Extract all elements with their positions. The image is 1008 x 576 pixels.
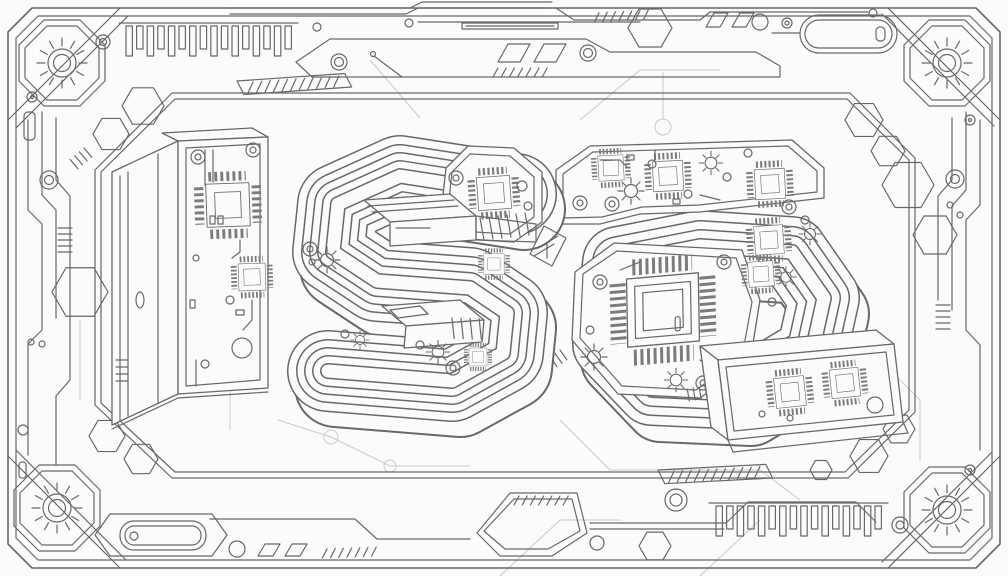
gear-icon: [903, 466, 991, 554]
hatched-bar-top-left: [236, 72, 353, 96]
qfp-chip-icon: [464, 343, 492, 371]
corner-gear-bottom-right: [891, 464, 991, 554]
top-decor-band: [229, 1, 869, 78]
qfp-chip-icon: [233, 258, 270, 295]
corner-gear-top-left: [18, 19, 111, 141]
letter-s: [303, 146, 567, 396]
corner-gear-top-right: [868, 8, 991, 126]
connector-strip-top-left: [118, 22, 299, 57]
letter-a: [544, 139, 909, 453]
capsule-bottom-left: [94, 513, 228, 557]
s-a-bridge-ramp: [529, 225, 567, 267]
corner-gear-bottom-left: [13, 424, 101, 552]
hex-cluster-top-right: [844, 102, 906, 167]
s-lower-block: [381, 299, 485, 349]
gear-icon: [13, 464, 101, 552]
slash-pair-top-center: [497, 43, 567, 63]
s-upper-block: [363, 193, 537, 247]
slash-pair-top-right: [705, 12, 755, 28]
left-edge-traces: [27, 111, 73, 466]
gear-icon: [18, 19, 106, 107]
qfp-chip-icon: [198, 175, 258, 235]
gear-icon: [903, 19, 991, 107]
a-leg-block: [686, 329, 909, 453]
battery-capsule-top-right: [771, 14, 898, 54]
bottom-decor-band: [209, 488, 877, 559]
letter-i: [111, 127, 271, 430]
slash-row-bottom: [321, 546, 378, 559]
large-cpu-chip: [609, 254, 717, 366]
slash-pair-bottom-left: [257, 543, 308, 557]
hex-cluster-top-left: [69, 87, 165, 170]
hatched-bar-bottom-right: [657, 463, 774, 485]
qfp-chip-icon: [480, 250, 507, 277]
right-edge-traces: [935, 111, 981, 451]
